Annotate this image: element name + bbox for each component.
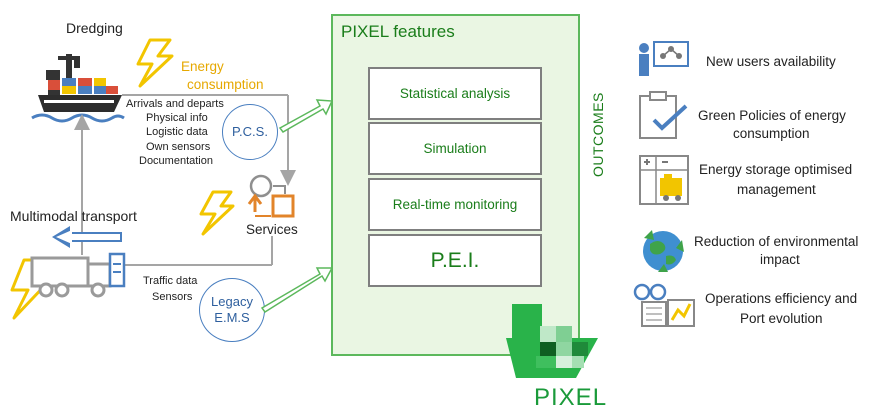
energy-storage-warehouse-icon <box>639 155 689 205</box>
legacy-label: Legacy <box>211 294 253 309</box>
pcs-circle: P.C.S. <box>222 104 278 160</box>
dredging-label: Dredging <box>66 20 123 36</box>
pixel-logo-text: PIXEL <box>534 384 608 411</box>
ship-data-item: Logistic data <box>146 126 208 138</box>
ship-data-item: Own sensors <box>146 141 211 153</box>
sensors-label: Sensors <box>152 291 193 303</box>
multimodal-label: Multimodal transport <box>10 208 137 224</box>
feature-pei: P.E.I. <box>368 234 542 287</box>
traffic-data-label: Traffic data <box>143 275 198 287</box>
panel-title: PIXEL features <box>341 22 455 41</box>
energy-label: Energy <box>181 59 224 74</box>
legacy-ems-circle: Legacy E.M.S <box>199 278 265 342</box>
ems-label: E.M.S <box>214 310 250 325</box>
outcome-green-policies-line2: consumption <box>733 126 810 141</box>
ship-data-item: Arrivals and departs <box>126 98 224 110</box>
lightning-icon <box>136 38 174 88</box>
outcome-energy-storage-line1: Energy storage optimised <box>699 162 853 177</box>
outcome-operations-line1: Operations efficiency and <box>705 291 858 306</box>
outcome-operations-line2: Port evolution <box>740 311 823 326</box>
outcome-energy-storage-line2: management <box>737 182 816 197</box>
feature-realtime-monitoring: Real-time monitoring <box>368 178 542 231</box>
truck-icon <box>30 252 126 298</box>
efficiency-glasses-chart-icon <box>633 283 695 327</box>
outcome-green-policies-line1: Green Policies of energy <box>698 108 846 123</box>
ship-data-item: Documentation <box>139 155 213 167</box>
arrow-left-icon <box>52 226 122 248</box>
outcome-environmental-line1: Reduction of environmental <box>694 234 859 249</box>
feature-simulation: Simulation <box>368 122 542 175</box>
consumption-label: consumption <box>187 77 264 92</box>
services-icon <box>247 174 295 218</box>
pixel-logo-icon <box>506 304 598 378</box>
services-label: Services <box>246 222 298 237</box>
users-presentation-icon <box>639 41 689 76</box>
feature-statistical-analysis: Statistical analysis <box>368 67 542 120</box>
outcomes-label: OUTCOMES <box>590 92 606 177</box>
recycle-globe-icon <box>643 230 684 272</box>
lightning-icon <box>199 190 235 236</box>
outcome-environmental-line2: impact <box>760 252 800 267</box>
ship-data-item: Physical info <box>146 112 208 124</box>
green-policy-checkbox-icon <box>639 91 688 139</box>
outcome-new-users: New users availability <box>706 54 836 69</box>
